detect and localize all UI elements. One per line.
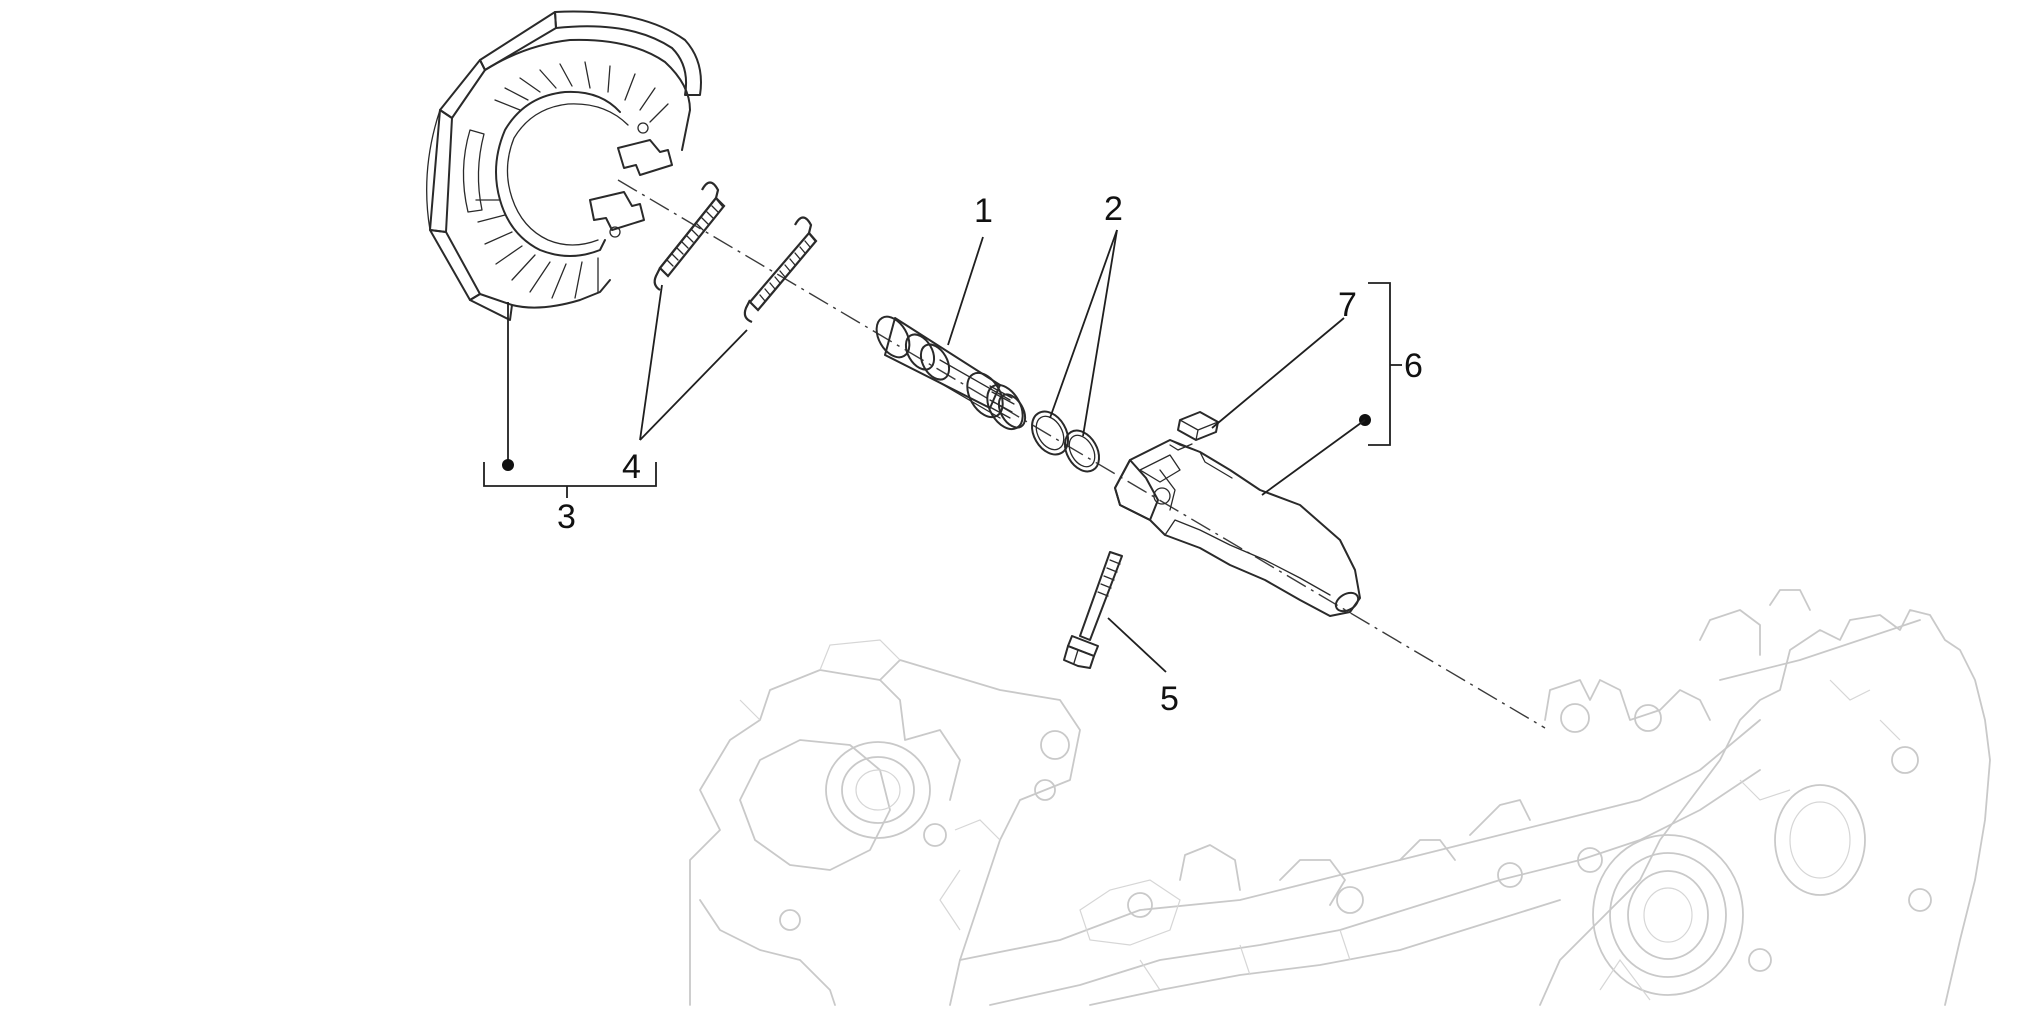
leader-lines — [483, 229, 1402, 673]
brake-cam-shaft — [875, 315, 1027, 431]
flange-bolt — [1063, 551, 1123, 669]
callout-6: 6 — [1404, 347, 1423, 385]
o-rings — [1030, 410, 1101, 473]
brake-shoes — [426, 10, 702, 321]
assembly-axis-line — [617, 179, 1546, 729]
callout-7: 7 — [1338, 286, 1357, 324]
return-springs — [653, 181, 818, 324]
woodruff-key — [1177, 411, 1219, 441]
callout-1: 1 — [974, 192, 993, 230]
callout-5: 5 — [1160, 680, 1179, 718]
callout-4: 4 — [622, 448, 641, 486]
brake-lever — [1114, 439, 1361, 617]
callout-2: 2 — [1104, 190, 1123, 228]
callout-3: 3 — [557, 498, 576, 536]
crankcase-ghost — [689, 589, 1991, 1006]
